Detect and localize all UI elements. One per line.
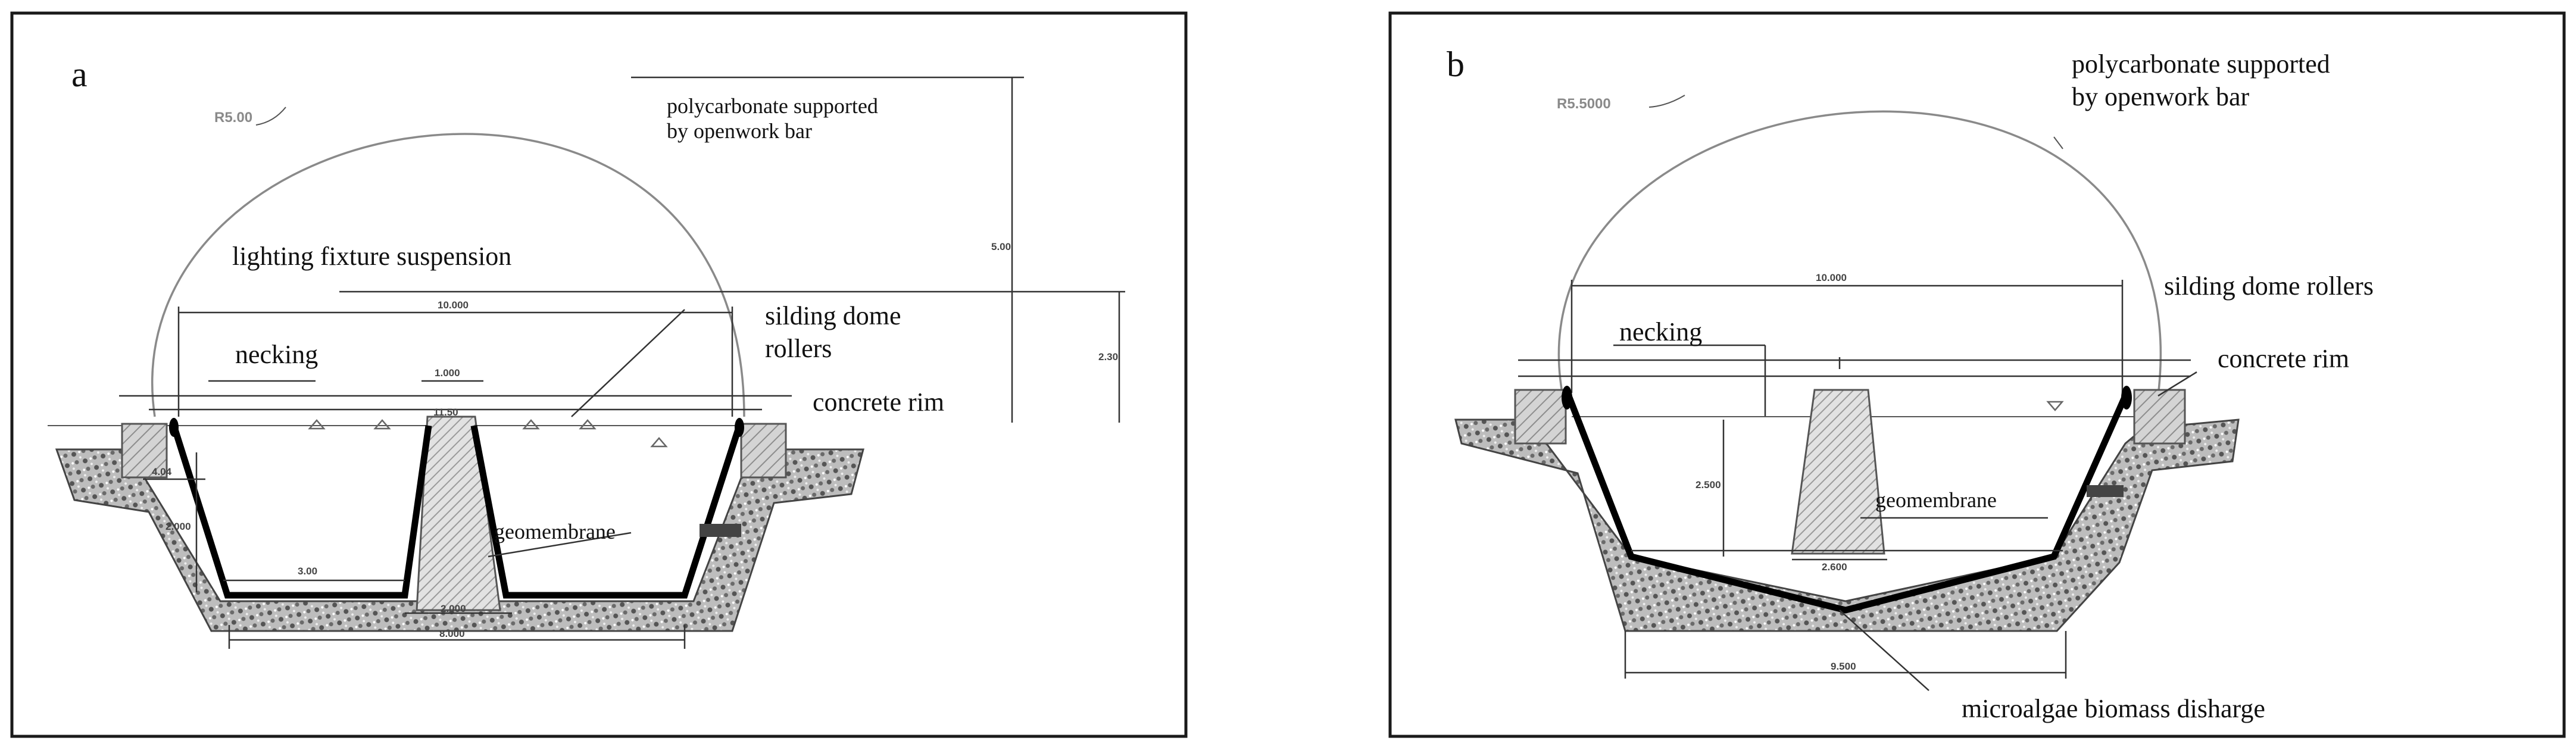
panel-a-dim-neck-base-label: 2.000 [441, 603, 466, 614]
panel-b-radius-label: R5.5000 [1557, 96, 1611, 112]
panel-b-liner [1565, 394, 2129, 614]
panel-a-roller-left [169, 418, 179, 437]
panel-b-rim-leader [2157, 371, 2197, 397]
panel-a-liner-marker [700, 524, 741, 537]
panel-a-water-symbols [308, 419, 668, 448]
panel-a-liner-left [170, 424, 432, 599]
panel-b-rim-right [2133, 389, 2186, 445]
panel-a-dim-depth-label: 2.000 [166, 521, 191, 532]
panel-b-discharge-leader [1839, 610, 1929, 691]
panel-a-necking-label: necking [235, 340, 318, 369]
panel-b-discharge-label: microalgae biomass disharge [1962, 694, 2265, 723]
panel-a-rollers-label-2: rollers [765, 334, 832, 363]
panel-a-rim-label: concrete rim [813, 388, 944, 417]
panel-b-dim-base-width-label: 9.500 [1831, 661, 1856, 672]
panel-b-rim-left [1514, 389, 1567, 445]
panel-a-radius-leader [255, 107, 286, 126]
panel-a-letter: a [71, 55, 88, 94]
panel-b-necking-label: necking [1619, 317, 1702, 346]
panel-b-dome [1557, 110, 2162, 396]
panel-b-liner-marker [2087, 485, 2124, 497]
panel-b-cover-label-1: polycarbonate supported [2072, 49, 2330, 79]
panel-b-central-neck [1791, 389, 1885, 555]
panel-a-dome [151, 133, 745, 417]
panel-b-liner-label: geomembrane [1875, 488, 1997, 512]
panel-b-water-symbol [2046, 401, 2064, 411]
panel-a: a R5.00 5.00 2.30 10.000 [10, 11, 1188, 738]
panel-a-roller-right [735, 418, 744, 437]
panel-a-dim-neck-span-label: 11.50 [433, 407, 458, 418]
panel-b-cover-label-2: by openwork bar [2072, 82, 2249, 111]
panel-a-dim-neck-top-label: 1.000 [435, 367, 460, 379]
panel-a-liner-right [470, 424, 743, 599]
panel-b-letter: b [1447, 45, 1465, 84]
panel-a-rim-right [740, 423, 787, 479]
panel-a-rim-left [121, 423, 168, 479]
panel-a-rollers-label-1: silding dome [765, 301, 901, 330]
panel-a-dim-width-top-label: 10.000 [438, 299, 469, 311]
panel-b-rollers-label: silding dome rollers [2164, 271, 2374, 301]
panel-b-dim-width-top-label: 10.000 [1816, 272, 1847, 283]
panel-b-cover-leader [2053, 136, 2063, 149]
panel-a-dim-wall-label: 4.04 [152, 466, 172, 477]
panel-b-concrete-basin [1454, 418, 2240, 632]
panel-a-liner-label: geomembrane [494, 520, 616, 543]
panel-b-radius-leader [1648, 95, 1685, 108]
panel-a-lighting-label: lighting fixture suspension [232, 242, 511, 271]
panel-b-dim-depth-label: 2.500 [1696, 479, 1721, 490]
panel-a-lighting-leader [571, 309, 685, 417]
panel-a-radius-label: R5.00 [214, 110, 252, 126]
panel-a-dim-base-width-label: 8.000 [439, 628, 465, 639]
panel-b-roller-left [1562, 386, 1572, 410]
panel-a-cover-label-2: by openwork bar [667, 119, 812, 143]
panel-a-dim-height-mid-label: 2.30 [1098, 351, 1118, 363]
panel-b-roller-right [2121, 386, 2132, 410]
panel-b-rim-label: concrete rim [2218, 344, 2349, 373]
panel-a-cover-label-1: polycarbonate supported [667, 94, 878, 118]
panel-b: b R5.5000 10.000 2.500 2.600 [1388, 11, 2566, 738]
panel-a-dim-bottom-cell-label: 3.00 [298, 565, 317, 577]
panel-a-dim-height-total-label: 5.00 [991, 241, 1011, 252]
panel-a-liner-leader [488, 532, 632, 558]
panel-b-dim-neck-base-label: 2.600 [1822, 561, 1847, 573]
